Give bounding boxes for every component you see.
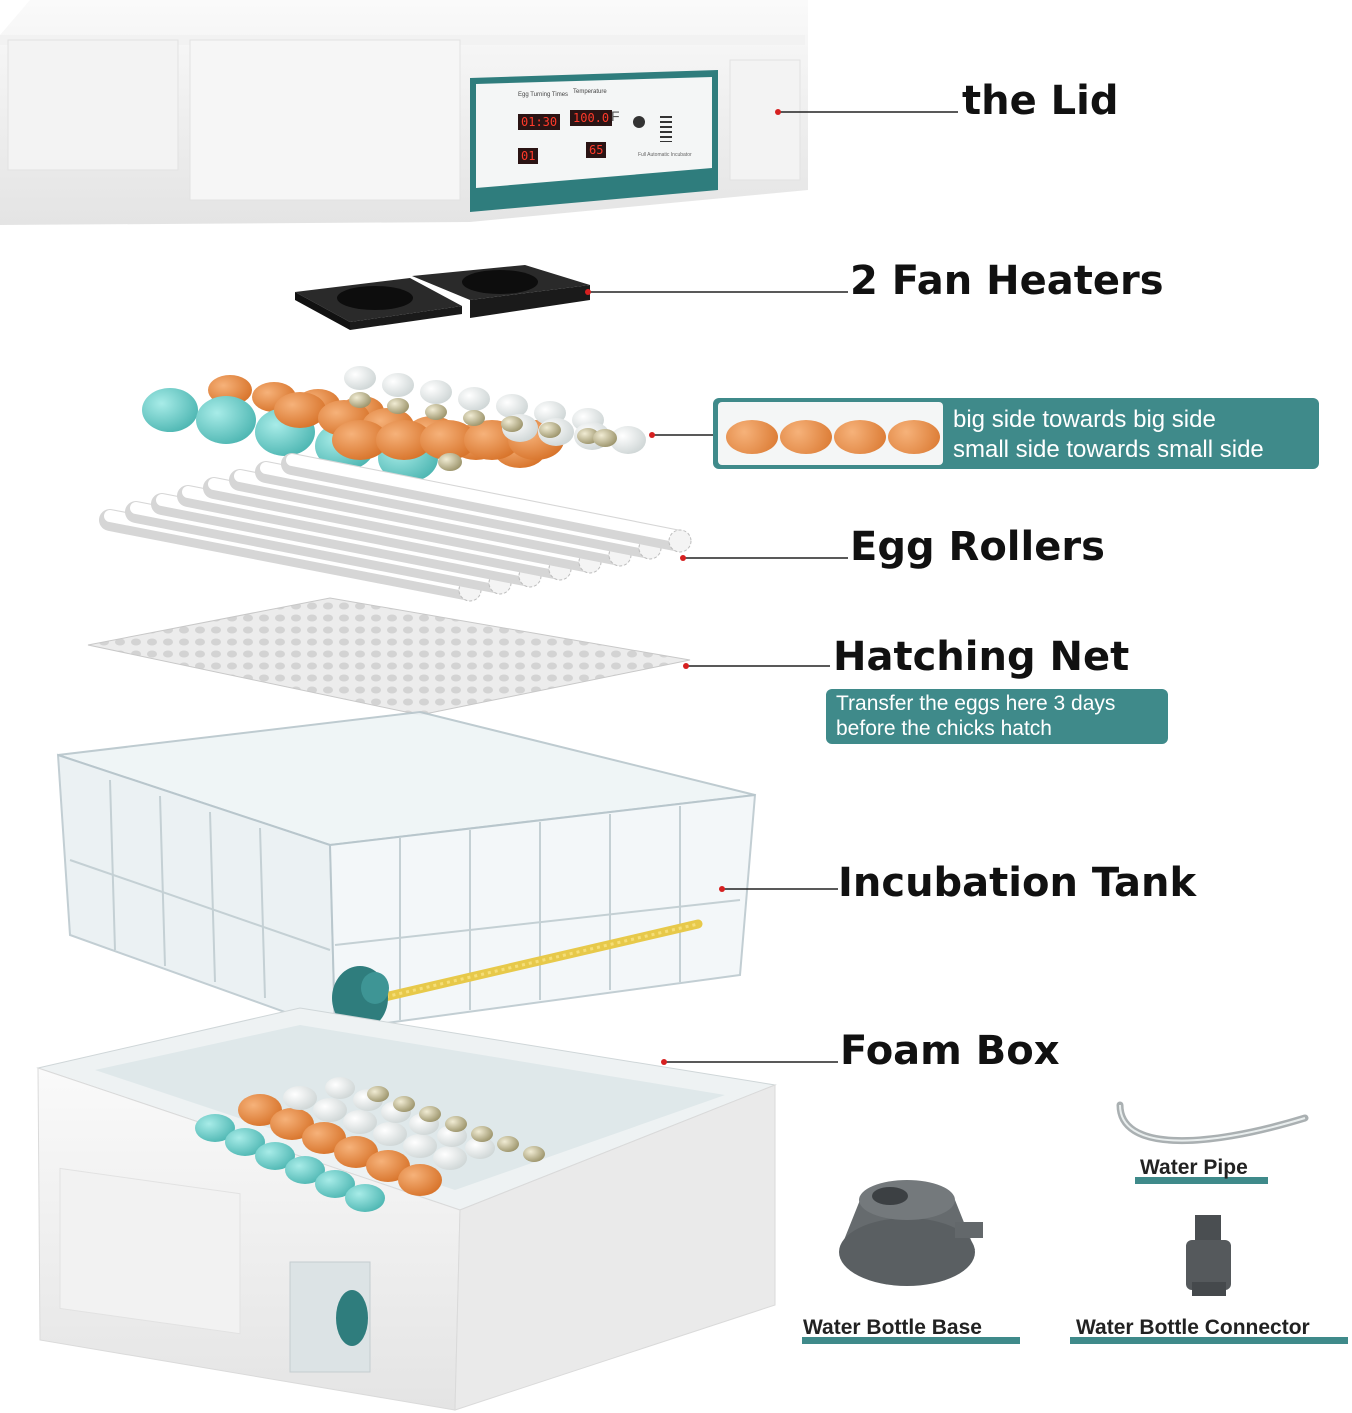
egg [496,394,528,418]
water-bottle-connector-illustration [1186,1215,1231,1296]
fan-heaters-illustration [295,265,590,330]
box-egg [523,1146,545,1162]
water-bottle-connector-label: Water Bottle Connector [1076,1316,1310,1339]
egg-icon [726,420,778,454]
box-egg [270,1108,314,1140]
foam-box-label: Foam Box [840,1028,1060,1074]
water-bottle-connector-underline [1070,1337,1348,1344]
egg-rollers-label: Egg Rollers [850,524,1105,570]
egg-icon [834,420,886,454]
egg [420,380,452,404]
fan-heaters-label: 2 Fan Heaters [850,258,1164,304]
foam-box-illustration [36,1007,777,1411]
vent-icon [660,116,672,142]
box-egg [345,1184,385,1212]
egg [610,426,646,454]
lid-control-panel: Egg Turning Times Temperature 01:30 100.… [478,86,710,181]
hatching-net-illustration [87,597,691,716]
egg [539,422,561,438]
box-egg [398,1164,442,1196]
day-display: 01 [518,148,539,164]
egg-callout-line1: big side towards big side [953,406,1216,433]
box-egg [285,1156,325,1184]
incubation-tank-illustration [56,710,757,1032]
temperature-unit: F [611,108,620,124]
box-egg [465,1137,495,1159]
hatching-net-callout: Transfer the eggs here 3 days before the… [826,689,1168,744]
water-pipe-underline [1135,1177,1268,1184]
egg [344,366,376,390]
egg-icon [780,420,832,454]
box-egg [373,1122,407,1146]
egg [332,420,388,460]
box-egg [366,1150,410,1182]
egg [420,420,476,460]
egg-roller-highlight [286,454,686,543]
eggs-illustration [142,366,646,482]
egg [349,392,371,408]
water-bottle-base-illustration [839,1180,983,1286]
box-egg [445,1116,467,1132]
box-egg [403,1134,437,1158]
box-egg [255,1142,295,1170]
box-egg [283,1086,317,1110]
humidity-display: 65 [586,142,607,158]
egg-rollers-illustration [99,453,692,602]
egg [438,453,462,471]
water-bottle-base-underline [802,1337,1020,1344]
egg [501,416,523,432]
hatching-net-callout-line2: before the chicks hatch [836,717,1052,740]
water-bottle-base-label: Water Bottle Base [803,1316,982,1339]
lid-label: the Lid [962,78,1119,124]
egg [425,404,447,420]
hatching-net-callout-line1: Transfer the eggs here 3 days [836,692,1116,715]
egg [196,396,256,444]
lid-illustration [0,0,808,225]
leader-dots [585,109,781,1065]
egg [463,410,485,426]
box-egg [313,1098,347,1122]
water-pipe-label: Water Pipe [1140,1156,1248,1179]
egg [274,392,326,428]
box-egg [433,1146,467,1170]
box-egg [393,1096,415,1112]
turning-times-display: 01:30 [518,114,561,130]
box-egg [325,1077,355,1099]
power-button[interactable] [633,116,645,128]
box-egg [225,1128,265,1156]
roller-gear [668,529,692,553]
egg [376,420,432,460]
leader-lines [588,111,958,1063]
temperature-label: Temperature [573,89,607,95]
egg-orientation-callout: big side towards big side small side tow… [713,398,1319,469]
egg-icon [888,420,940,454]
water-pipe-illustration [1116,1101,1309,1145]
box-egg [302,1122,346,1154]
box-egg [238,1094,282,1126]
box-egg [343,1110,377,1134]
box-egg [471,1126,493,1142]
hatching-net-label: Hatching Net [833,634,1130,680]
box-egg [497,1136,519,1152]
egg [382,373,414,397]
box-egg [334,1136,378,1168]
incubation-tank-label: Incubation Tank [838,860,1197,906]
box-egg [315,1170,355,1198]
box-egg [195,1114,235,1142]
egg [387,398,409,414]
egg-callout-line2: small side towards small side [953,436,1264,463]
egg [142,388,198,432]
egg [458,387,490,411]
panel-footer: Full Automatic Incubator [638,152,692,158]
box-egg [419,1106,441,1122]
turning-times-label: Egg Turning Times [518,92,569,98]
box-egg [367,1086,389,1102]
temperature-display: 100.0 [570,110,613,126]
egg-tray-thumbnail [718,402,943,465]
egg [593,429,617,447]
